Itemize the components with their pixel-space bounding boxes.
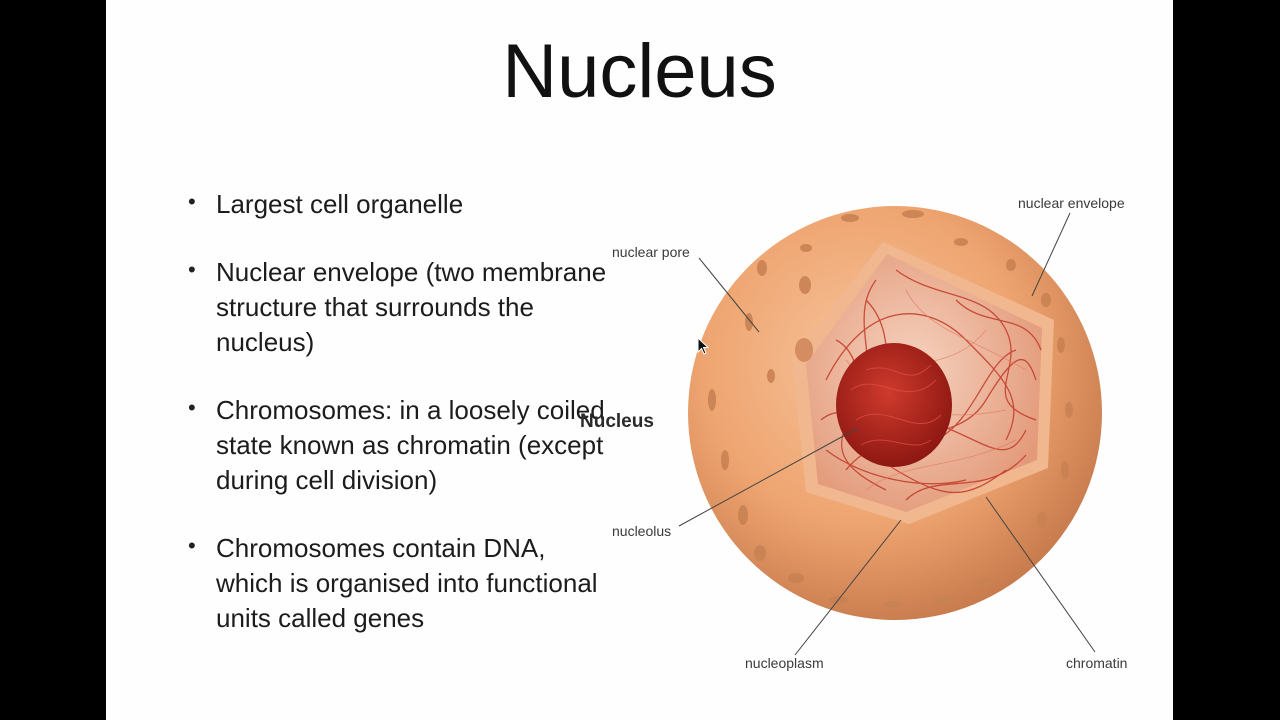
bullet-item: • Nuclear envelope (two membrane structu… xyxy=(188,255,608,360)
slide-title: Nucleus xyxy=(502,29,777,114)
bullet-text: Chromosomes contain DNA, which is organi… xyxy=(216,533,598,633)
label-nuclear-envelope: nuclear envelope xyxy=(1018,195,1125,211)
bullet-item: • Largest cell organelle xyxy=(188,187,608,222)
nucleus-diagram: nuclear envelope nuclear pore Nucleus nu… xyxy=(580,195,1127,671)
label-nucleus: Nucleus xyxy=(580,411,654,432)
bullet-text: Chromosomes: in a loosely coiled state k… xyxy=(216,395,605,495)
label-nuclear-pore: nuclear pore xyxy=(612,244,690,260)
nucleolus-texture xyxy=(850,364,942,446)
edge-pore xyxy=(795,338,813,362)
slide: Nucleus • Largest cell organelle • Nucle… xyxy=(106,0,1173,720)
bullet-item: • Chromosomes: in a loosely coiled state… xyxy=(188,393,608,498)
label-leader-lines xyxy=(678,212,1096,656)
label-chromatin: chromatin xyxy=(1066,655,1127,671)
label-nucleolus: nucleolus xyxy=(612,523,671,539)
bullet-dot-icon: • xyxy=(188,533,196,558)
bullet-text: Largest cell organelle xyxy=(216,189,464,219)
bullet-dot-icon: • xyxy=(188,257,196,282)
nucleolus xyxy=(836,343,952,467)
label-nucleoplasm: nucleoplasm xyxy=(745,655,824,671)
bullet-text: Nuclear envelope (two membrane structure… xyxy=(216,257,607,357)
bullet-item: • Chromosomes contain DNA, which is orga… xyxy=(188,531,608,636)
bullet-dot-icon: • xyxy=(188,189,196,214)
bullet-list: • Largest cell organelle • Nuclear envel… xyxy=(188,187,608,669)
bullet-dot-icon: • xyxy=(188,395,196,420)
mouse-cursor-icon xyxy=(697,337,709,355)
